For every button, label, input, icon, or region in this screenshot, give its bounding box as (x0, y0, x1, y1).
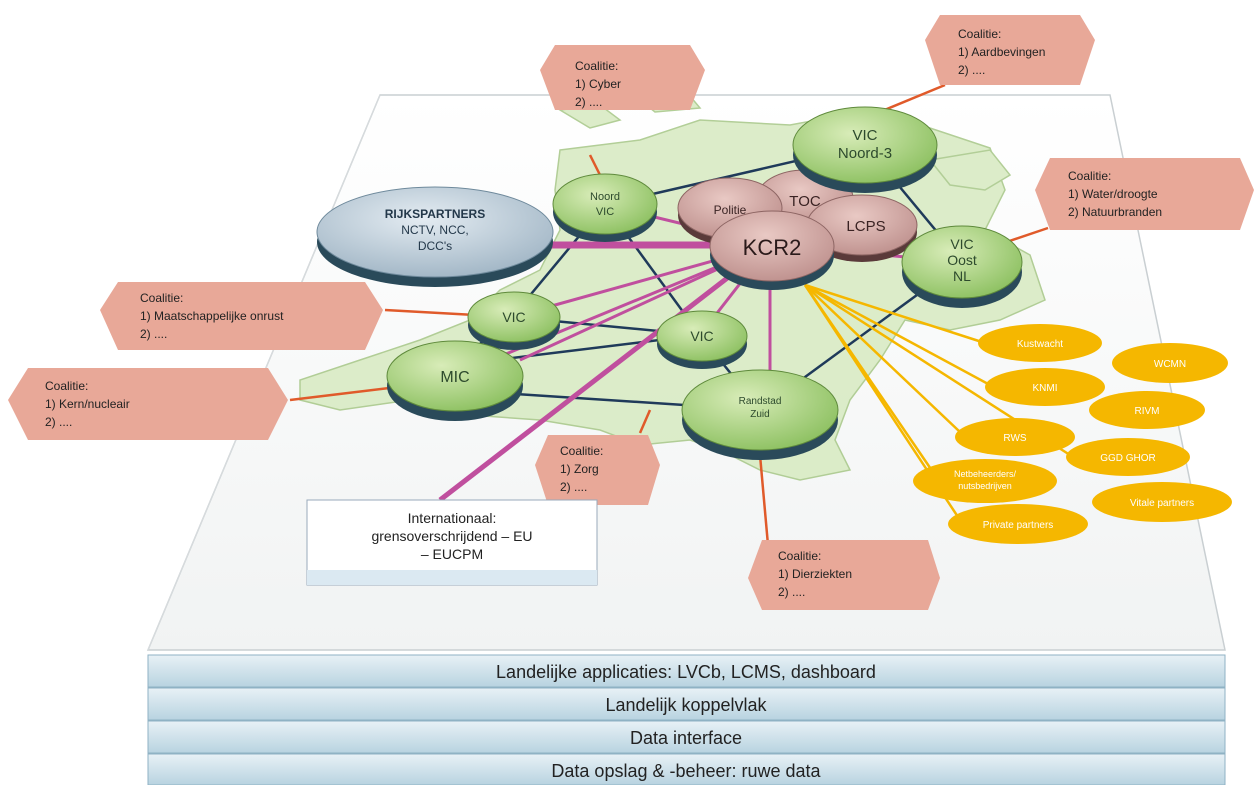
layer-data-interface (147, 720, 1226, 754)
partner-vitale-label: Vitale partners (1130, 498, 1194, 509)
coalition-zorg: Coalitie: 1) Zorg 2) .... (535, 435, 660, 505)
coalition-zorg-title: Coalitie: (560, 444, 603, 458)
coalition-dierziekten: Coalitie: 1) Dierziekten 2) .... (748, 540, 940, 610)
vic-centraal-node: VIC (656, 310, 748, 369)
coalition-kern-title: Coalitie: (45, 379, 88, 393)
mic-label: MIC (440, 369, 469, 386)
partner-private-label: Private partners (983, 520, 1054, 531)
coalition-dier-l2: 2) .... (778, 585, 805, 599)
layer-applicaties-label: Landelijke applicaties: LVCb, LCMS, dash… (496, 662, 876, 682)
partner-netbeheerders-l1: Netbeheerders/ (954, 469, 1017, 479)
vic-centraal-label: VIC (690, 328, 713, 344)
vic-noord-3-l2: Noord-3 (838, 145, 892, 162)
lcps-label: LCPS (846, 218, 885, 235)
layer-koppelvlak (147, 687, 1226, 721)
coalition-cyber-l1: 1) Cyber (575, 77, 621, 91)
kcr2-cluster: TOC Politie LCPS KCR2 (677, 169, 918, 290)
layer-data-opslag-label: Data opslag & -beheer: ruwe data (551, 761, 821, 781)
rijkspartners-node: RIJKSPARTNERS NCTV, NCC, DCC's (316, 186, 554, 287)
partner-knmi: KNMI (985, 368, 1105, 406)
partner-rws-label: RWS (1003, 433, 1026, 444)
partner-wcmn-label: WCMN (1154, 359, 1186, 370)
vic-oost-l3: NL (953, 268, 971, 284)
coalition-kern: Coalitie: 1) Kern/nucleair 2) .... (8, 368, 288, 440)
coalition-maatschappelijk: Coalitie: 1) Maatschappelijke onrust 2) … (100, 282, 383, 350)
partner-vitale: Vitale partners (1092, 482, 1232, 522)
partner-wcmn: WCMN (1112, 343, 1228, 383)
coalition-aard-l1: 1) Aardbevingen (958, 45, 1045, 59)
partner-ggd-label: GGD GHOR (1100, 453, 1156, 464)
politie-label: Politie (714, 203, 747, 217)
rijkspartners-label: RIJKSPARTNERS (385, 207, 485, 221)
coalition-water-l1: 1) Water/droogte (1068, 187, 1158, 201)
vic-noord-west-l2: VIC (596, 206, 614, 218)
vic-zuid-l1: Randstad (739, 396, 782, 407)
coalition-dier-title: Coalitie: (778, 549, 821, 563)
international-l2: grensoverschrijdend – EU (371, 528, 532, 544)
layer-data-interface-label: Data interface (630, 728, 742, 748)
partner-private: Private partners (948, 504, 1088, 544)
vic-zuid-l2: Zuid (750, 409, 769, 420)
vic-noord-3-l1: VIC (852, 127, 877, 144)
coalition-cyber: Coalitie: 1) Cyber 2) .... (540, 45, 705, 110)
coalition-aard-title: Coalitie: (958, 27, 1001, 41)
toc-label: TOC (789, 193, 821, 210)
vic-noord-west-node: Noord VIC (552, 173, 658, 242)
vic-zuid-node: Randstad Zuid (681, 369, 839, 460)
partner-netbeheerders: Netbeheerders/ nutsbedrijven (913, 459, 1057, 503)
coalition-aardbevingen: Coalitie: 1) Aardbevingen 2) .... (925, 15, 1095, 85)
vic-oost-l2: Oost (947, 252, 977, 268)
layer-koppelvlak-label: Landelijk koppelvlak (605, 695, 767, 715)
vic-noord-3-node: VIC Noord-3 (792, 106, 938, 193)
partner-rivm: RIVM (1089, 391, 1205, 429)
layer-data-opslag (147, 753, 1226, 785)
layer-stack: Landelijke applicaties: LVCb, LCMS, dash… (147, 654, 1226, 785)
vic-west-label: VIC (502, 309, 525, 325)
kcr2-label: KCR2 (743, 235, 802, 260)
partner-rivm-label: RIVM (1135, 406, 1160, 417)
coalition-maat-title: Coalitie: (140, 291, 183, 305)
coalition-aard-l2: 2) .... (958, 63, 985, 77)
vic-oost-l1: VIC (950, 236, 973, 252)
partner-ggd: GGD GHOR (1066, 438, 1190, 476)
coalition-kern-l1: 1) Kern/nucleair (45, 397, 130, 411)
rijkspartners-sub1: NCTV, NCC, (401, 223, 469, 237)
coalition-cyber-l2: 2) .... (575, 95, 602, 109)
vic-oost-node: VIC Oost NL (901, 225, 1023, 308)
partner-nodes: Kustwacht WCMN KNMI RIVM RWS GGD GHOR Ne… (913, 324, 1232, 544)
coalition-zorg-l1: 1) Zorg (560, 462, 599, 476)
coalition-zorg-l2: 2) .... (560, 480, 587, 494)
mic-node: MIC (386, 340, 524, 421)
international-l3: – EUCPM (421, 546, 483, 562)
partner-netbeheerders-l2: nutsbedrijven (958, 481, 1012, 491)
coalition-cyber-title: Coalitie: (575, 59, 618, 73)
international-box: Internationaal: grensoverschrijdend – EU… (306, 499, 598, 586)
rijkspartners-sub2: DCC's (418, 239, 452, 253)
international-l1: Internationaal: (408, 510, 497, 526)
coalition-water-l2: 2) Natuurbranden (1068, 205, 1162, 219)
coalition-water-title: Coalitie: (1068, 169, 1111, 183)
partner-knmi-label: KNMI (1033, 383, 1058, 394)
coalition-maat-l2: 2) .... (140, 327, 167, 341)
partner-rws: RWS (955, 418, 1075, 456)
vic-west-node: VIC (467, 291, 561, 350)
vic-noord-west-l1: Noord (590, 191, 620, 203)
coalition-dier-l1: 1) Dierziekten (778, 567, 852, 581)
layer-applicaties (147, 654, 1226, 688)
partner-kustwacht: Kustwacht (978, 324, 1102, 362)
coalition-maat-l1: 1) Maatschappelijke onrust (140, 309, 284, 323)
partner-kustwacht-label: Kustwacht (1017, 339, 1063, 350)
coalition-water: Coalitie: 1) Water/droogte 2) Natuurbran… (1035, 158, 1254, 230)
coalition-kern-l2: 2) .... (45, 415, 72, 429)
